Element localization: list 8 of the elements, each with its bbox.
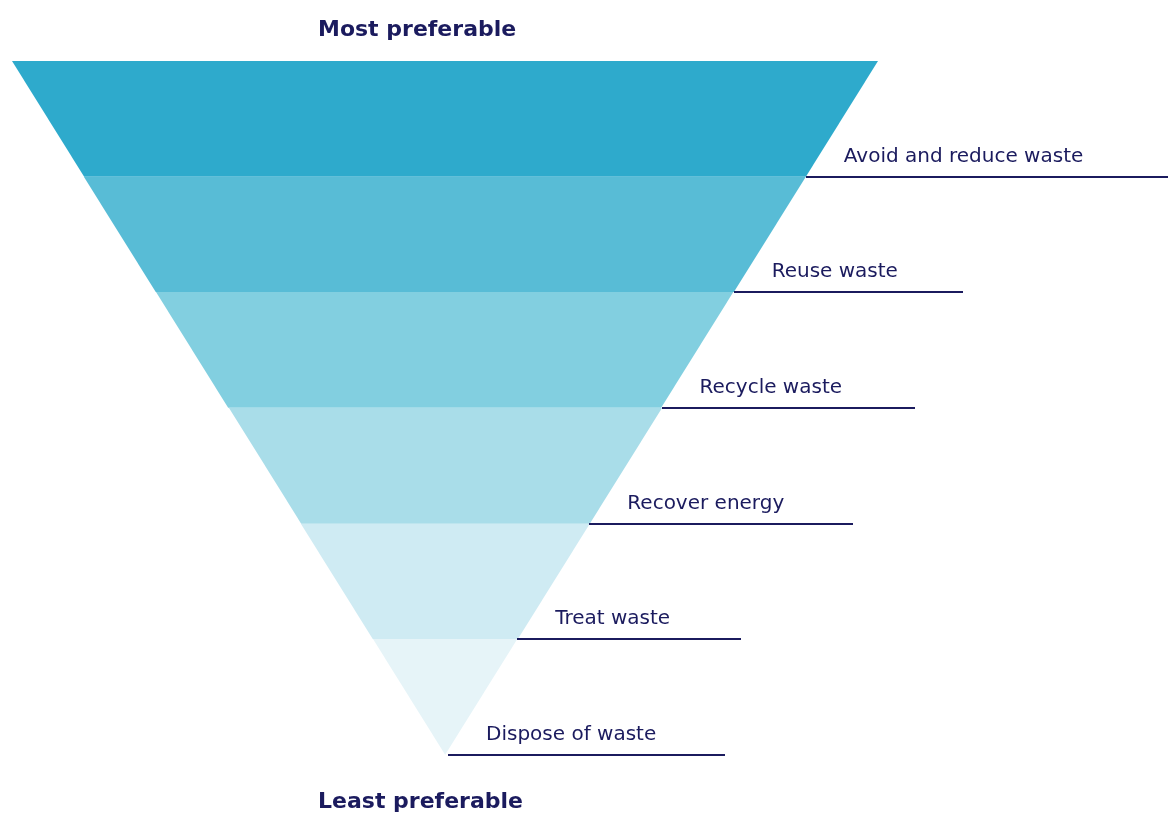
preference-label: Most preferable — [318, 16, 517, 41]
level-label: Reuse waste — [771, 258, 898, 283]
level-label: Avoid and reduce waste — [843, 142, 1084, 167]
level-label: Dispose of waste — [486, 721, 657, 745]
level-label: Treat waste — [555, 605, 671, 630]
level-label: Recycle waste — [699, 374, 843, 398]
preference-label: Least preferable — [318, 788, 523, 813]
level-label: Recover energy — [627, 489, 785, 514]
